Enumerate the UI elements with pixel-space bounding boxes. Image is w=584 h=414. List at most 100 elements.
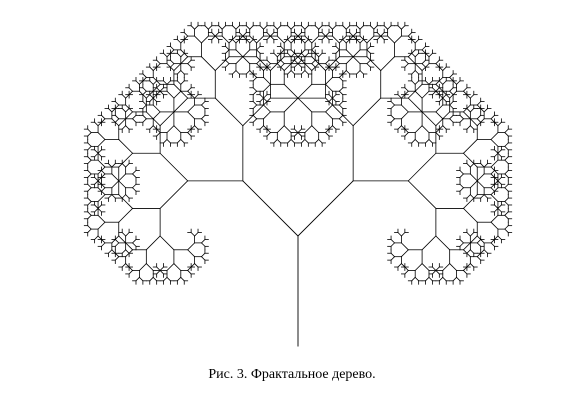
tree-branch: [238, 35, 244, 41]
tree-branch: [159, 87, 165, 92]
tree-branch: [149, 276, 154, 282]
tree-branch: [497, 180, 502, 185]
tree-branch: [152, 66, 158, 72]
tree-branch: [190, 263, 196, 268]
tree-branch: [269, 35, 275, 41]
tree-branch: [273, 52, 278, 58]
tree-branch: [466, 194, 471, 199]
tree-branch: [325, 83, 334, 92]
tree-branch: [400, 263, 406, 268]
tree-branch: [225, 59, 230, 65]
tree-branch: [504, 173, 509, 178]
tree-branch: [200, 104, 206, 110]
tree-branch: [94, 180, 99, 185]
tree-branch: [180, 138, 185, 144]
tree-branch: [97, 176, 103, 182]
tree-branch: [431, 266, 437, 272]
tree-branch: [476, 104, 482, 110]
tree-branch: [459, 173, 465, 178]
tree-branch: [483, 163, 489, 168]
tree-branch: [366, 63, 371, 68]
tree-branch: [497, 121, 502, 127]
tree-branch: [276, 35, 285, 44]
tree-branch: [187, 87, 192, 92]
tree-branch: [242, 35, 247, 41]
tree-branch: [352, 97, 382, 127]
tree-branch: [400, 111, 409, 120]
tree-branch: [311, 35, 320, 44]
tree-branch: [159, 111, 175, 127]
tree-branch: [325, 128, 330, 134]
tree-branch: [256, 59, 261, 65]
tree-branch: [342, 25, 347, 30]
tree-branch: [159, 269, 165, 275]
tree-branch: [424, 138, 430, 144]
tree-branch: [235, 56, 244, 65]
tree-branch: [480, 163, 485, 168]
tree-branch: [187, 63, 192, 68]
tree-branch: [297, 32, 303, 37]
tree-branch: [262, 111, 271, 120]
tree-branch: [283, 125, 292, 134]
tree-branch: [304, 69, 309, 75]
tree-branch: [297, 128, 303, 134]
tree-branch: [304, 38, 309, 44]
tree-branch: [376, 35, 382, 41]
tree-branch: [287, 38, 292, 44]
tree-branch: [338, 118, 344, 123]
tree-branch: [166, 80, 172, 85]
tree-branch: [424, 52, 430, 58]
tree-branch: [176, 38, 182, 44]
tree-branch: [497, 152, 502, 158]
tree-branch: [118, 207, 134, 223]
tree-branch: [359, 35, 368, 44]
tree-branch: [152, 276, 158, 282]
tree-branch: [466, 231, 471, 237]
tree-branch: [414, 63, 423, 72]
tree-branch: [476, 100, 482, 106]
tree-branch: [421, 235, 437, 251]
tree-branch: [449, 76, 454, 82]
tree-branch: [397, 94, 402, 99]
tree-branch: [111, 163, 116, 168]
tree-branch: [466, 107, 471, 113]
tree-branch: [490, 221, 499, 230]
tree-branch: [390, 238, 396, 244]
tree-branch: [435, 111, 444, 120]
tree-branch: [504, 156, 509, 161]
tree-branch: [404, 59, 409, 65]
tree-branch: [87, 197, 92, 203]
tree-branch: [435, 104, 444, 113]
tree-branch: [311, 56, 327, 72]
tree-branch: [325, 76, 334, 85]
tree-branch: [100, 187, 106, 192]
tree-branch: [225, 45, 230, 51]
tree-branch: [493, 235, 499, 241]
tree-branch: [459, 242, 465, 247]
tree-branch: [256, 56, 271, 72]
tree-branch: [311, 63, 320, 72]
tree-branch: [118, 180, 127, 189]
tree-branch: [314, 138, 320, 144]
tree-branch: [318, 52, 323, 58]
tree-branch: [452, 80, 458, 85]
tree-branch: [376, 32, 382, 37]
tree-branch: [407, 152, 437, 182]
tree-branch: [180, 49, 189, 58]
tree-branch: [121, 194, 127, 199]
tree-branch: [266, 63, 271, 68]
tree-branch: [283, 63, 292, 72]
tree-branch: [262, 97, 268, 103]
tree-branch: [400, 104, 409, 113]
fractal-tree: [83, 21, 513, 347]
tree-branch: [414, 90, 423, 99]
tree-branch: [293, 128, 299, 134]
tree-branch: [407, 97, 423, 113]
tree-branch: [338, 90, 344, 96]
tree-branch: [397, 231, 402, 237]
tree-branch: [94, 152, 99, 158]
tree-branch: [428, 138, 434, 144]
tree-branch: [200, 256, 206, 261]
tree-branch: [476, 180, 485, 189]
tree-branch: [169, 63, 175, 68]
